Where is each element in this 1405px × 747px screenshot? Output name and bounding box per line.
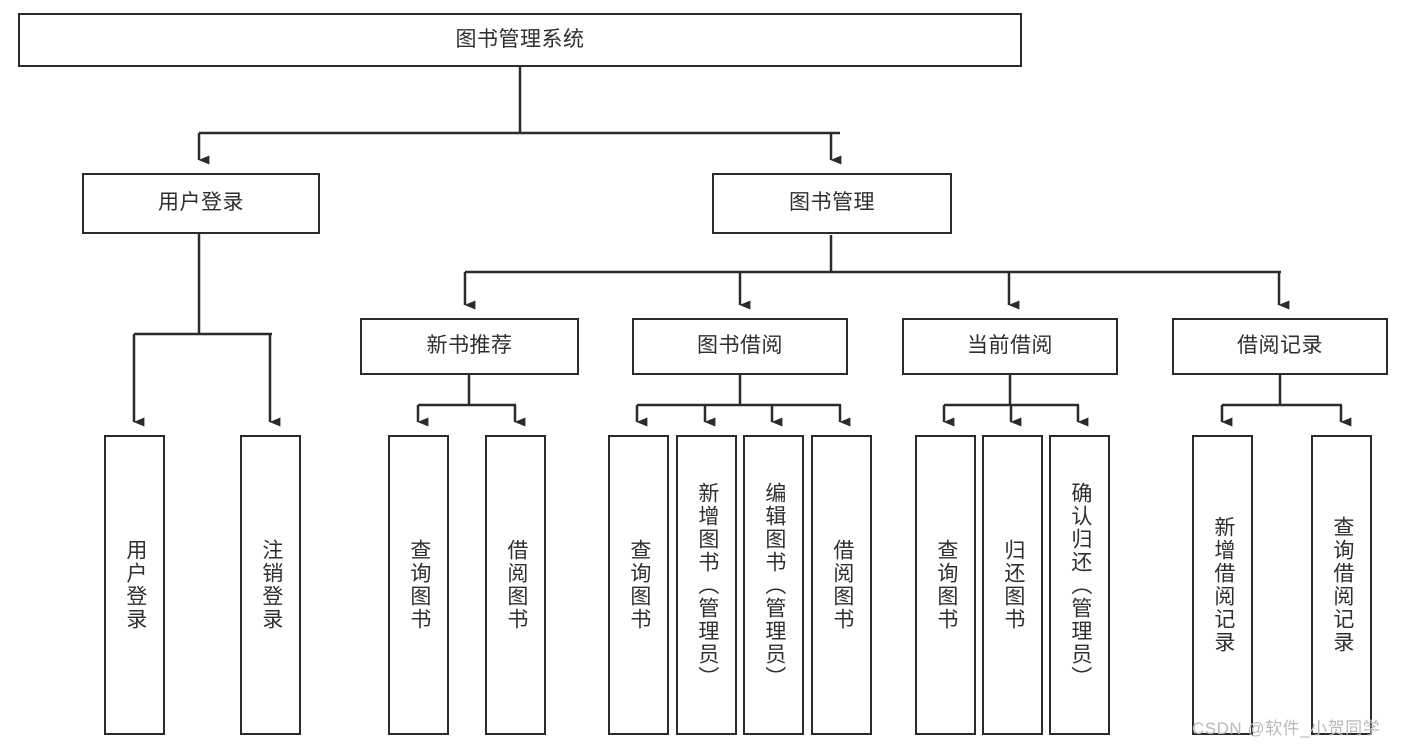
- node-label: 注销登录: [259, 539, 283, 631]
- node-label: 借阅图书: [830, 539, 854, 631]
- node-label: 图书借阅: [697, 334, 783, 358]
- node-leaf-confirm-return-admin[interactable]: 确认归还（管理员）: [1049, 435, 1110, 735]
- node-root-library-management-system[interactable]: 图书管理系统: [18, 13, 1022, 67]
- node-leaf-query-books-current[interactable]: 查询图书: [915, 435, 976, 735]
- node-leaf-add-borrow-record[interactable]: 新增借阅记录: [1192, 435, 1253, 735]
- node-label: 用户登录: [158, 191, 244, 215]
- node-leaf-return-books[interactable]: 归还图书: [982, 435, 1043, 735]
- node-current-borrowing[interactable]: 当前借阅: [902, 318, 1118, 375]
- node-label: 查询图书: [934, 539, 958, 631]
- node-label: 借阅记录: [1237, 334, 1323, 358]
- node-new-book-recommendation[interactable]: 新书推荐: [360, 318, 579, 375]
- node-label: 新增图书（管理员）: [695, 481, 719, 689]
- node-label: 查询图书: [627, 539, 651, 631]
- node-leaf-edit-book-admin[interactable]: 编辑图书（管理员）: [743, 435, 804, 735]
- csdn-watermark: CSDN @软件_小贺同学: [1192, 719, 1381, 738]
- node-leaf-add-book-admin[interactable]: 新增图书（管理员）: [676, 435, 737, 735]
- node-leaf-borrow-books-recommend[interactable]: 借阅图书: [485, 435, 546, 735]
- node-label: 编辑图书（管理员）: [762, 481, 786, 689]
- node-leaf-query-borrow-record[interactable]: 查询借阅记录: [1311, 435, 1372, 735]
- node-user-login[interactable]: 用户登录: [82, 173, 320, 234]
- node-book-borrowing[interactable]: 图书借阅: [632, 318, 848, 375]
- node-leaf-borrow-books[interactable]: 借阅图书: [811, 435, 872, 735]
- node-label: 归还图书: [1001, 539, 1025, 631]
- node-label: 查询图书: [407, 539, 431, 631]
- node-leaf-user-login[interactable]: 用户登录: [104, 435, 165, 735]
- node-label: 新增借阅记录: [1211, 516, 1235, 654]
- node-label: 当前借阅: [967, 334, 1053, 358]
- node-borrowing-records[interactable]: 借阅记录: [1172, 318, 1388, 375]
- node-leaf-logout[interactable]: 注销登录: [240, 435, 301, 735]
- node-label: 用户登录: [123, 539, 147, 631]
- node-leaf-query-books-borrow[interactable]: 查询图书: [608, 435, 669, 735]
- node-label: 新书推荐: [426, 334, 513, 358]
- node-label: 查询借阅记录: [1330, 516, 1354, 654]
- node-book-management[interactable]: 图书管理: [712, 173, 952, 234]
- node-label: 借阅图书: [504, 539, 528, 631]
- node-label: 图书管理系统: [455, 27, 585, 51]
- node-label: 图书管理: [789, 191, 875, 215]
- node-leaf-query-books-recommend[interactable]: 查询图书: [388, 435, 449, 735]
- node-label: 确认归还（管理员）: [1068, 481, 1092, 689]
